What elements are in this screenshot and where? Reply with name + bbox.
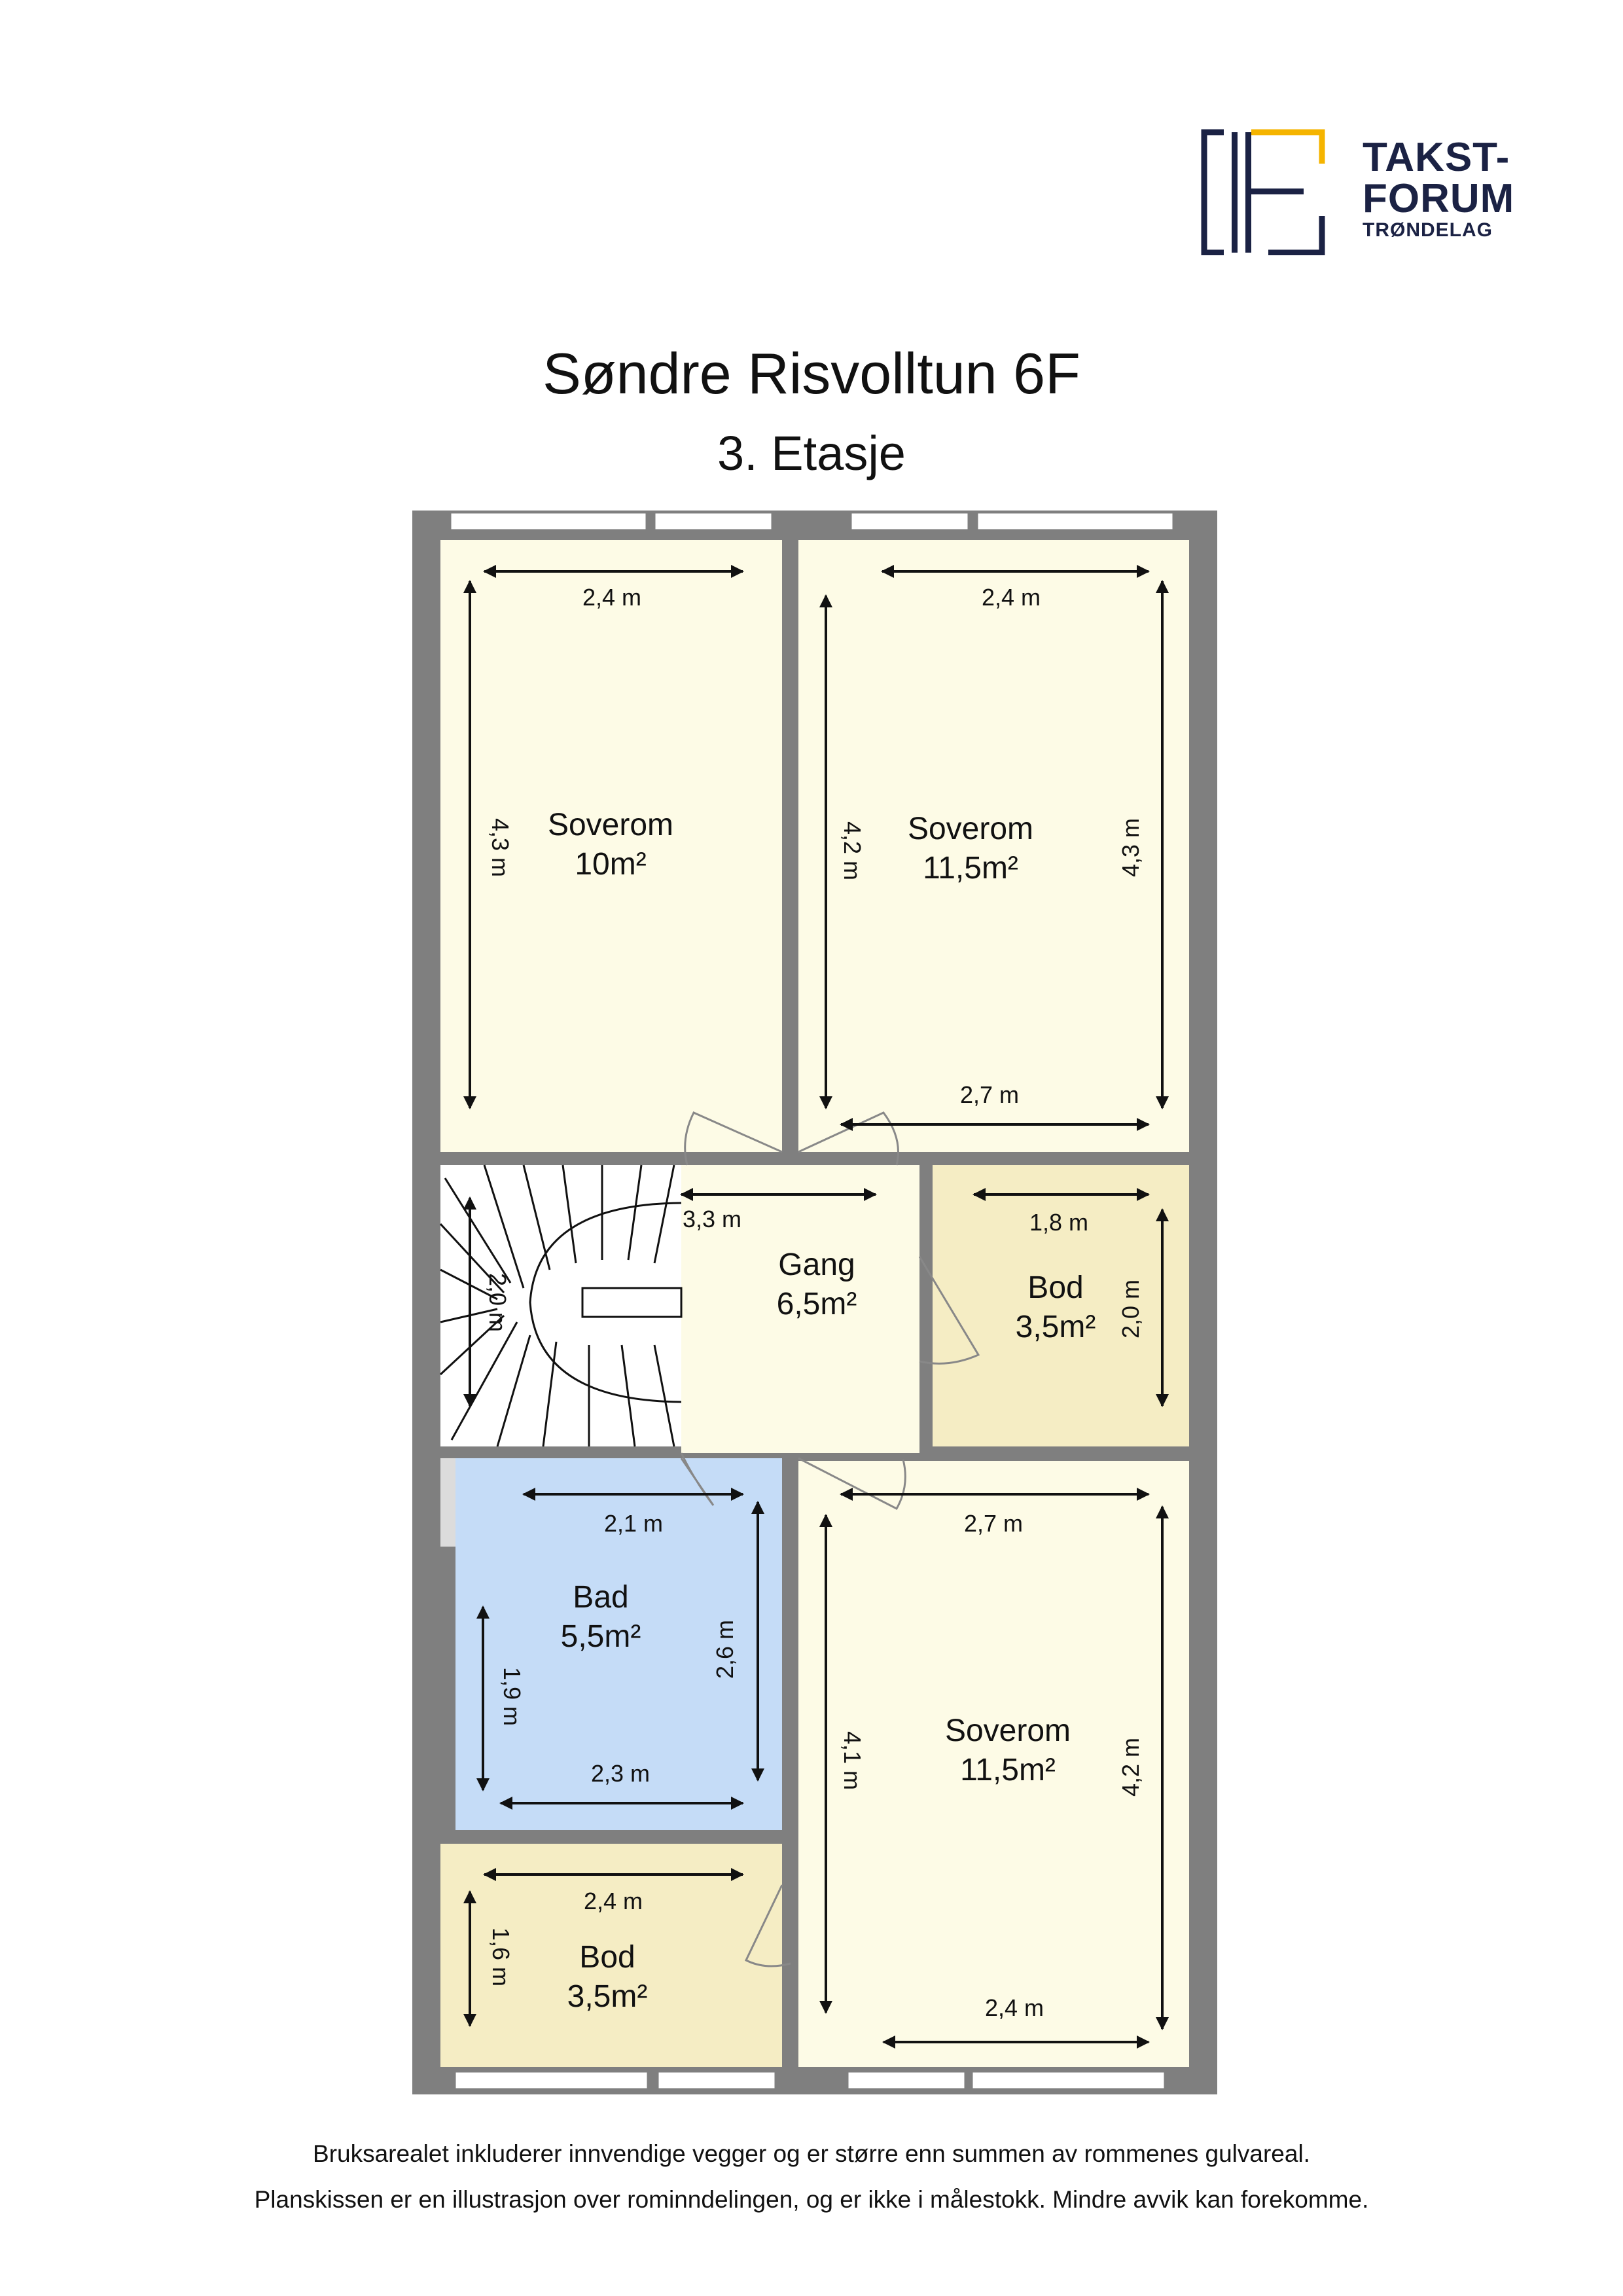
dimension-lines [463, 565, 1169, 2049]
bod-1-area: 3,5m² [1016, 1310, 1096, 1344]
dim-bod-1-height: 2,0 m [1117, 1280, 1144, 1338]
room-soverom-2-floor [798, 540, 1189, 1152]
dim-gang-width: 3,3 m [683, 1206, 741, 1232]
logo-text-line3: TRØNDELAG [1363, 219, 1493, 241]
dim-bod-1-width: 1,8 m [1029, 1209, 1088, 1236]
dim-soverom-3-height-left: 4,1 m [839, 1731, 866, 1790]
dim-soverom-2-width-top: 2,4 m [982, 584, 1041, 611]
bod-1-name: Bod [1027, 1270, 1083, 1305]
bad-area: 5,5m² [561, 1619, 641, 1654]
room-soverom-3-floor [798, 1461, 1189, 2067]
footer-note-2: Planskissen er en illustrasjon over romi… [254, 2186, 1369, 2213]
logo-text-line1: TAKST- [1363, 135, 1510, 180]
soverom-3-name: Soverom [945, 1713, 1071, 1748]
dim-soverom-2-height-left: 4,2 m [839, 821, 866, 880]
dim-soverom-3-height-right: 4,2 m [1117, 1738, 1144, 1797]
room-labels: Soverom 10m² Soverom 11,5m² Gang 6,5m² B… [548, 808, 1096, 2014]
gang-area: 6,5m² [777, 1287, 857, 1321]
room-bod-1-floor [933, 1165, 1189, 1446]
bod-2-area: 3,5m² [567, 1979, 648, 2014]
dim-soverom-2-width-bottom: 2,7 m [960, 1081, 1019, 1108]
dim-soverom-1-width: 2,4 m [582, 584, 641, 611]
logo-text-line2: FORUM [1363, 176, 1515, 221]
room-soverom-1-floor [440, 540, 782, 1152]
dim-bad-height-left: 1,9 m [499, 1667, 526, 1726]
soverom-1-name: Soverom [548, 808, 673, 842]
doors [680, 1111, 980, 1967]
dim-bad-height-right: 2,6 m [711, 1620, 738, 1679]
soverom-2-area: 11,5m² [923, 851, 1018, 886]
plan-title: Søndre Risvolltun 6F [543, 341, 1080, 406]
dim-soverom-3-width-top: 2,7 m [964, 1510, 1023, 1537]
windows [449, 511, 1175, 2090]
dim-bod-2-height: 1,6 m [488, 1928, 514, 1986]
dim-soverom-2-height-right: 4,3 m [1117, 818, 1144, 877]
room-bad-floor [455, 1458, 782, 1830]
soverom-2-name: Soverom [908, 812, 1033, 846]
takstforum-logo-mark [1201, 129, 1325, 255]
soverom-3-area: 11,5m² [960, 1753, 1056, 1787]
dim-bad-width-bottom: 2,3 m [591, 1760, 650, 1787]
bad-name: Bad [573, 1580, 628, 1615]
bod-2-name: Bod [579, 1940, 635, 1975]
room-gang-floor [681, 1165, 919, 1453]
bath-alcove-wall [440, 1458, 455, 1547]
footer-note-1: Bruksarealet inkluderer innvendige vegge… [313, 2140, 1310, 2167]
dim-soverom-1-height: 4,3 m [487, 818, 514, 877]
dim-bod-2-width: 2,4 m [584, 1888, 643, 1914]
staircase [439, 1164, 683, 1447]
plan-subtitle: 3. Etasje [717, 426, 906, 480]
dim-soverom-3-width-bottom: 2,4 m [985, 1994, 1044, 2021]
dim-gang-height: 2,0 m [484, 1273, 511, 1332]
dim-bad-width-top: 2,1 m [604, 1510, 663, 1537]
soverom-1-area: 10m² [575, 847, 646, 882]
gang-name: Gang [778, 1247, 855, 1282]
dimension-labels: 2,4 m 4,3 m 2,4 m 4,2 m 4,3 m 2,7 m 3,3 … [484, 584, 1144, 2021]
